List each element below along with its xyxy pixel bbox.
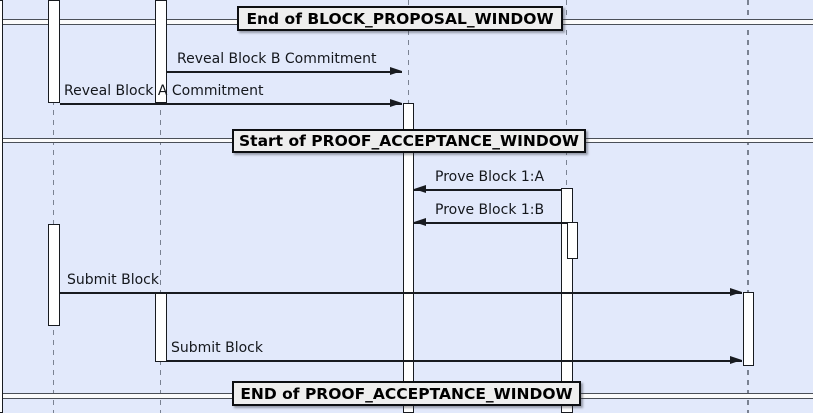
divider-box: END of PROOF_ACCEPTANCE_WINDOW bbox=[232, 381, 581, 406]
lifeline-5-dashed-line bbox=[747, 0, 749, 413]
divider-box: Start of PROOF_ACCEPTANCE_WINDOW bbox=[232, 129, 586, 153]
activation-l1-top bbox=[48, 0, 60, 103]
activation-left-edge-cut bbox=[0, 0, 3, 413]
activation-l5 bbox=[742, 292, 754, 366]
message-arrow-line bbox=[167, 71, 402, 73]
message-label: Reveal Block A Commitment bbox=[64, 83, 264, 99]
activation-l4-nested bbox=[566, 222, 578, 259]
arrowhead-right-icon bbox=[730, 288, 742, 296]
message-arrow-line bbox=[60, 292, 742, 294]
message-label: Submit Block bbox=[171, 340, 263, 356]
arrowhead-right-icon bbox=[390, 67, 402, 75]
message-label: Reveal Block B Commitment bbox=[177, 51, 377, 67]
activation-l2-top bbox=[155, 0, 167, 103]
arrowhead-left-icon bbox=[414, 185, 426, 193]
message-label: Submit Block bbox=[67, 272, 159, 288]
activation-l2-submit bbox=[155, 292, 167, 362]
activation-l1-submit bbox=[48, 224, 60, 326]
arrowhead-left-icon bbox=[414, 218, 426, 226]
message-arrow-line bbox=[167, 360, 742, 362]
message-label: Prove Block 1:A bbox=[435, 169, 545, 185]
lifeline-1-dashed-line bbox=[52, 0, 55, 413]
message-arrow-line bbox=[414, 222, 567, 224]
message-arrow-line bbox=[414, 189, 561, 191]
arrowhead-right-icon bbox=[730, 356, 742, 364]
message-label: Prove Block 1:B bbox=[435, 202, 545, 218]
message-arrow-line bbox=[60, 103, 402, 105]
arrowhead-right-icon bbox=[390, 99, 402, 107]
divider-box: End of BLOCK_PROPOSAL_WINDOW bbox=[237, 6, 563, 31]
lifeline-2-dashed-line bbox=[159, 0, 162, 413]
